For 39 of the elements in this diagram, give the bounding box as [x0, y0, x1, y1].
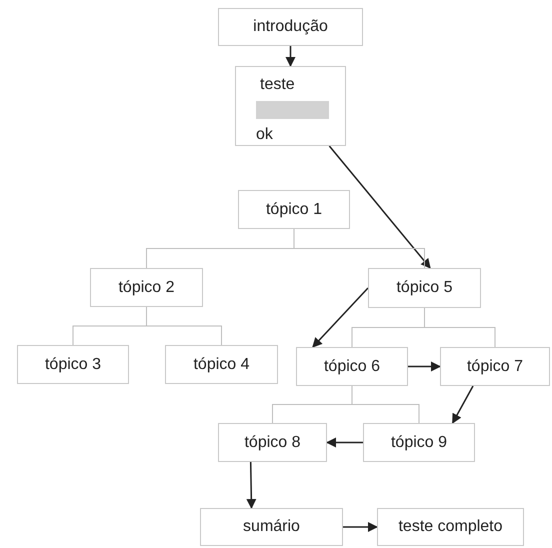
box-label: tópico 9 [390, 432, 448, 452]
topic-box [165, 345, 278, 384]
topic-box [368, 268, 481, 308]
arrow [286, 46, 296, 67]
connector-line [352, 386, 420, 424]
connector-line [424, 308, 496, 348]
topic-box [218, 8, 363, 46]
topic-box [238, 190, 350, 229]
topic-box [440, 347, 550, 386]
arrow [312, 287, 369, 348]
arrow [246, 462, 256, 509]
topic-box [90, 268, 203, 307]
box-label: tópico 7 [466, 356, 524, 376]
topic-box [200, 508, 343, 546]
box-label: teste completo [398, 517, 503, 537]
topic-box [235, 66, 346, 146]
box-label: tópico 1 [266, 200, 322, 220]
box-label: tópico 3 [44, 354, 102, 374]
topic-box [363, 423, 475, 462]
box-label: tópico 6 [324, 356, 380, 376]
topic-box [377, 508, 524, 546]
box-label: tópico 8 [244, 432, 301, 452]
arrow [408, 362, 441, 372]
box-label: tópico 2 [118, 278, 175, 298]
arrow [452, 386, 474, 424]
connector-line [146, 306, 222, 346]
box-label: introdução [253, 17, 328, 37]
topic-box [218, 423, 327, 462]
arrow [326, 438, 363, 448]
box-heading: teste [260, 75, 295, 95]
box-label: sumário [243, 517, 300, 537]
arrow [343, 522, 378, 532]
topic-box [17, 345, 129, 384]
topic-box [296, 347, 408, 386]
connector-line [294, 228, 425, 268]
arrow [328, 146, 431, 269]
box-label: tópico 4 [193, 354, 250, 374]
box-text: ok [256, 125, 273, 145]
box-label: tópico 5 [396, 278, 453, 298]
